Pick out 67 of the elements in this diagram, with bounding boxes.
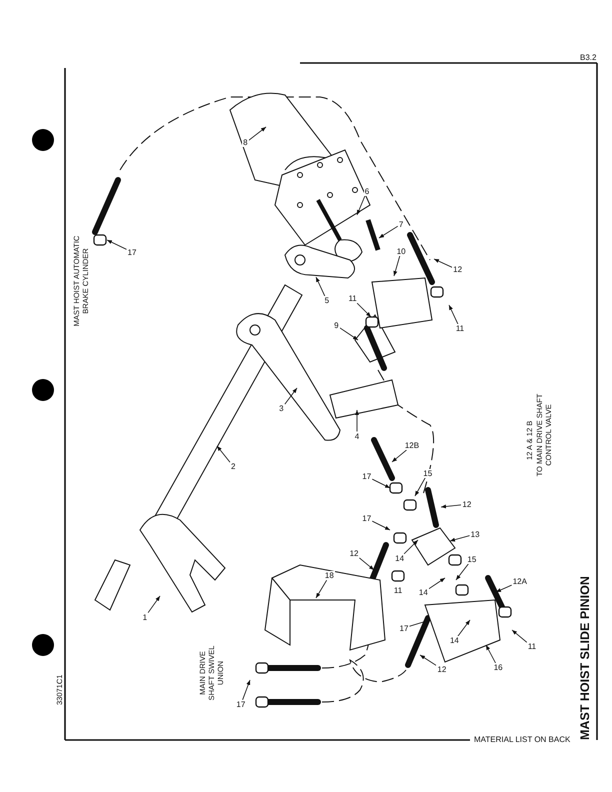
leader-line bbox=[512, 630, 528, 643]
callout-number: 10 bbox=[396, 246, 407, 256]
sheet-number: B3.2 bbox=[578, 53, 598, 62]
callout-number: 11 bbox=[454, 324, 466, 334]
callout-number: 6 bbox=[364, 186, 370, 196]
leader-line bbox=[284, 388, 298, 405]
callout-number: 5 bbox=[324, 296, 330, 306]
leader-line bbox=[420, 654, 437, 666]
leader-line bbox=[316, 276, 326, 296]
callout-number: 17 bbox=[361, 514, 372, 523]
callout-number: 18 bbox=[324, 571, 335, 580]
leader-line bbox=[496, 584, 512, 592]
callout-number: 4 bbox=[354, 432, 360, 440]
callout-number: 15 bbox=[466, 554, 478, 564]
callout-number: 11 bbox=[347, 294, 358, 304]
leader-line bbox=[440, 504, 462, 508]
callout-number: 3 bbox=[278, 404, 285, 414]
callout-number: 13 bbox=[470, 530, 481, 539]
callout-number: 14 bbox=[418, 588, 429, 597]
callout-number: 11 bbox=[526, 642, 538, 652]
callout-number: 8 bbox=[242, 138, 249, 148]
leader-line bbox=[456, 564, 469, 580]
callout-number: 1 bbox=[142, 612, 148, 622]
callout-number: 16 bbox=[492, 663, 504, 672]
callout-number: 12A bbox=[512, 577, 528, 586]
leader-line bbox=[339, 327, 358, 340]
leader-line bbox=[316, 580, 328, 598]
leader-line bbox=[393, 255, 400, 276]
callout-number: 12 bbox=[436, 664, 448, 674]
leader-line bbox=[428, 578, 446, 590]
leader-line bbox=[404, 540, 418, 554]
leader-line bbox=[216, 446, 230, 463]
callout-number: 2 bbox=[230, 462, 236, 471]
leader-line bbox=[414, 477, 426, 496]
leader-line bbox=[106, 240, 127, 250]
callout-number: 12 bbox=[452, 265, 464, 274]
leader-line bbox=[434, 258, 453, 268]
leader-line bbox=[457, 620, 470, 637]
leader-line bbox=[378, 226, 398, 238]
callout-number: 15 bbox=[422, 468, 434, 478]
leader-line bbox=[448, 304, 458, 324]
callout-number: 12 bbox=[348, 548, 360, 558]
callout-number: 17 bbox=[126, 248, 138, 256]
leader-line bbox=[356, 195, 366, 216]
leader-line bbox=[372, 478, 390, 488]
callout-number: 7 bbox=[398, 220, 404, 229]
callout-number: 9 bbox=[333, 321, 340, 330]
leader-line bbox=[392, 450, 407, 462]
title: MAST HOIST SLIDE PINION bbox=[578, 576, 592, 740]
leader-line bbox=[148, 596, 160, 614]
leader-line bbox=[248, 126, 266, 141]
callout-number: 14 bbox=[448, 636, 460, 646]
callout-number: 14 bbox=[394, 554, 406, 563]
leader-line bbox=[355, 410, 359, 432]
callout-number: 11 bbox=[392, 586, 404, 594]
callout-number: 17 bbox=[361, 472, 372, 481]
callout-number: 12 bbox=[461, 500, 472, 509]
leader-line bbox=[372, 520, 390, 530]
leader-line bbox=[359, 558, 374, 570]
leader-line bbox=[450, 535, 470, 542]
leader-line bbox=[356, 302, 372, 318]
callout-number: 12B bbox=[404, 440, 420, 450]
callout-number: 17 bbox=[398, 624, 410, 632]
leader-line bbox=[242, 680, 250, 700]
leader-line bbox=[486, 644, 496, 664]
note: MATERIAL LIST ON BACK bbox=[472, 735, 572, 744]
callout-number: 17 bbox=[235, 700, 246, 709]
